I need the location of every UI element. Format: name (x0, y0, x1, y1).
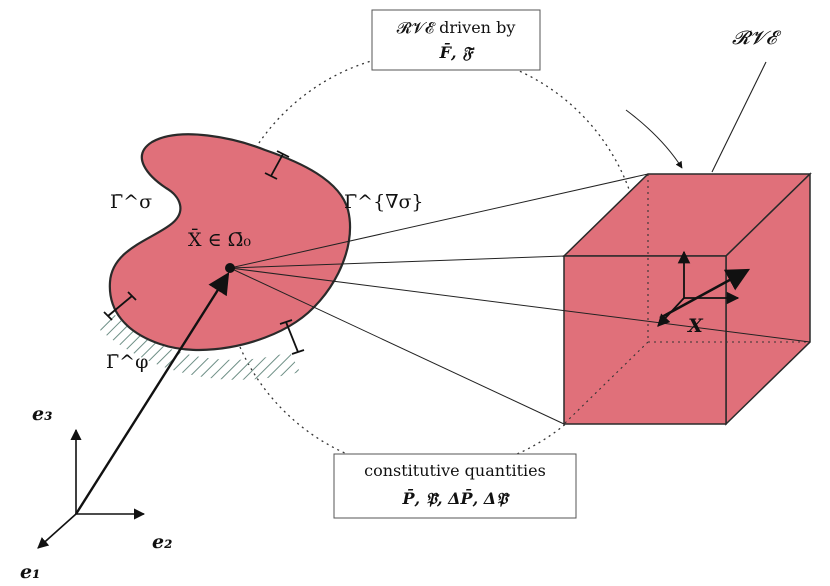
cube-point-label: X (687, 315, 704, 337)
material-point (225, 263, 235, 273)
axis-e3-label: e₃ (32, 403, 52, 425)
circle-to-cube-arrow (625, 109, 683, 169)
boundary-marker-left (103, 291, 137, 321)
projection-lines (229, 173, 811, 425)
axis-e1-label: e₁ (20, 561, 40, 583)
constitutive-box (333, 453, 577, 519)
gamma-phi-label: Γ̄^φ (106, 351, 148, 373)
boundary-marker-top (264, 150, 290, 180)
constitutive-line2: P̄, 𝔓̄, ΔP̄, Δ𝔓̄ (401, 488, 510, 508)
gamma-grad-sigma-label: Γ̄^{∇σ} (344, 191, 424, 213)
rve-driven-line2: F̄, 𝔉̄ (439, 42, 476, 62)
cube-local-axes (657, 250, 751, 327)
rve-driven-line1: 𝓡𝓥𝓔 driven by (397, 18, 516, 37)
position-vector (74, 272, 230, 515)
axis-e2-label: e₂ (152, 531, 172, 553)
rve-cube (562, 172, 812, 426)
material-point-label: X̄ ∈ Ω̄₀ (188, 228, 251, 251)
rve-title: 𝓡𝓥𝓔 (732, 27, 782, 49)
rve-driven-box (371, 9, 541, 71)
rve-leader-line (711, 61, 767, 173)
global-axes (37, 428, 146, 549)
gamma-sigma-label: Γ̄^σ (110, 191, 152, 213)
boundary-marker-right (279, 319, 305, 355)
constitutive-line1: constitutive quantities (364, 461, 546, 480)
dirichlet-hatch (100, 312, 300, 380)
